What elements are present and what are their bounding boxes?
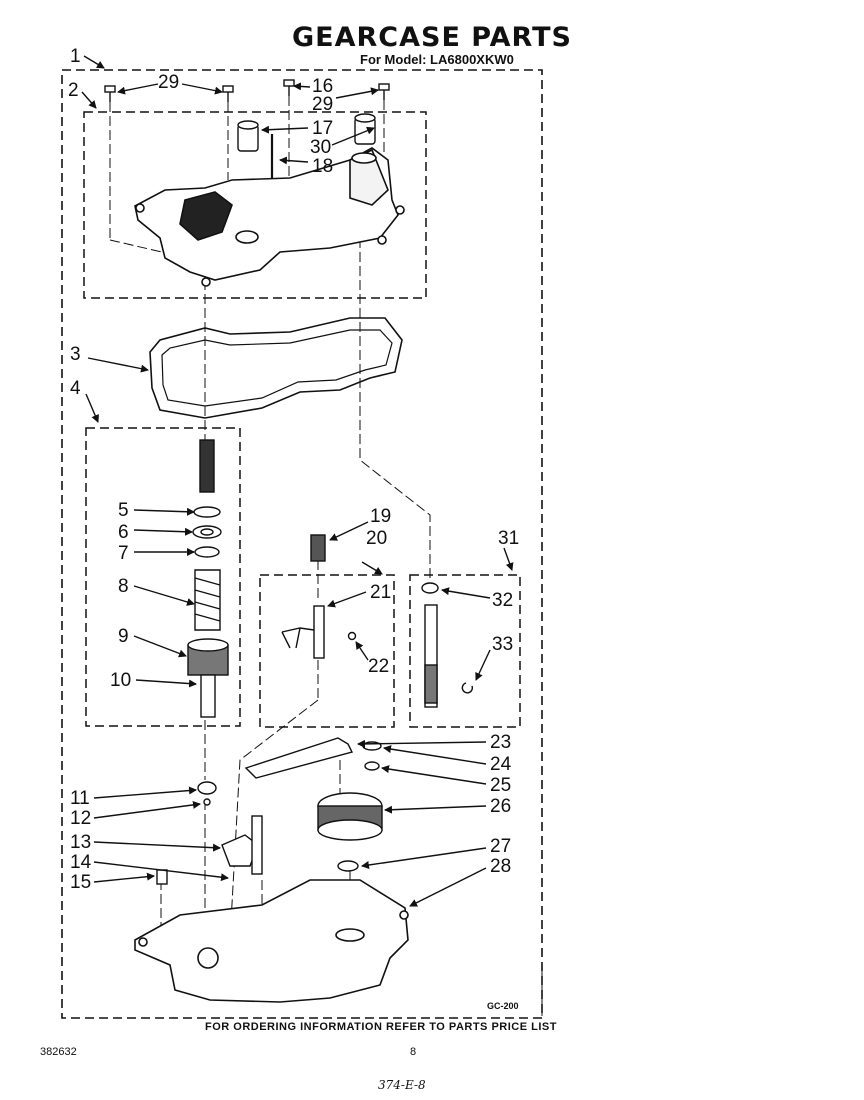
ordering-note: FOR ORDERING INFORMATION REFER TO PARTS …	[205, 1021, 557, 1033]
callout-11: 11	[70, 788, 90, 809]
callout-7: 7	[118, 543, 129, 564]
callout-20: 20	[366, 528, 387, 549]
gearcase-cover	[134, 147, 405, 287]
gasket-3	[149, 317, 403, 419]
callout-25: 25	[490, 775, 511, 796]
callout-23: 23	[490, 732, 511, 753]
callout-29-top-left: 29	[158, 72, 179, 93]
callout-5: 5	[118, 500, 129, 521]
callout-27: 27	[490, 836, 511, 857]
callout-31: 31	[498, 528, 519, 549]
callout-21: 21	[370, 582, 391, 603]
callout-15: 15	[70, 872, 91, 893]
page-number: 8	[410, 1046, 417, 1058]
shifter-group-box-20	[259, 574, 395, 728]
callout-1: 1	[70, 46, 81, 67]
page-title: GEARCASE PARTS	[292, 22, 572, 53]
handwritten-note: 374-E-8	[378, 1078, 426, 1092]
gearcase-base	[134, 879, 409, 1003]
cover-screws	[104, 79, 390, 102]
callout-8: 8	[118, 576, 129, 597]
pinion-group-box-4	[85, 427, 241, 727]
callout-29-top-right: 29	[312, 94, 333, 115]
leader-lines	[81, 55, 514, 907]
callout-12: 12	[70, 808, 91, 829]
document-number: 382632	[40, 1046, 77, 1058]
callout-9: 9	[118, 626, 129, 647]
callout-24: 24	[490, 754, 512, 775]
callout-26: 26	[490, 796, 511, 817]
callout-16: 16	[312, 76, 333, 97]
callout-4: 4	[70, 378, 81, 399]
callout-14: 14	[70, 852, 92, 873]
assembly-box-1	[61, 69, 543, 1019]
callout-19: 19	[370, 506, 391, 527]
callout-6: 6	[118, 522, 129, 543]
pinion-parts	[187, 439, 229, 806]
callout-22: 22	[368, 656, 389, 677]
callout-10: 10	[110, 670, 131, 691]
callout-30: 30	[310, 137, 331, 158]
callout-3: 3	[70, 344, 81, 365]
callout-28: 28	[490, 856, 511, 877]
callout-18: 18	[312, 156, 333, 177]
callout-2: 2	[68, 80, 79, 101]
shaft-parts	[421, 582, 474, 708]
callout-32: 32	[492, 590, 513, 611]
callout-13: 13	[70, 832, 91, 853]
callout-33: 33	[492, 634, 513, 655]
shaft-group-box-31	[409, 574, 521, 728]
diagram-code: GC-200	[487, 1001, 519, 1011]
alignment-lines	[109, 96, 543, 1016]
callout-17: 17	[312, 118, 333, 139]
gear-parts	[156, 737, 383, 885]
model-line: For Model: LA6800XKW0	[360, 52, 514, 67]
cover-group-box-2	[83, 111, 427, 299]
shifter-parts	[281, 534, 357, 659]
